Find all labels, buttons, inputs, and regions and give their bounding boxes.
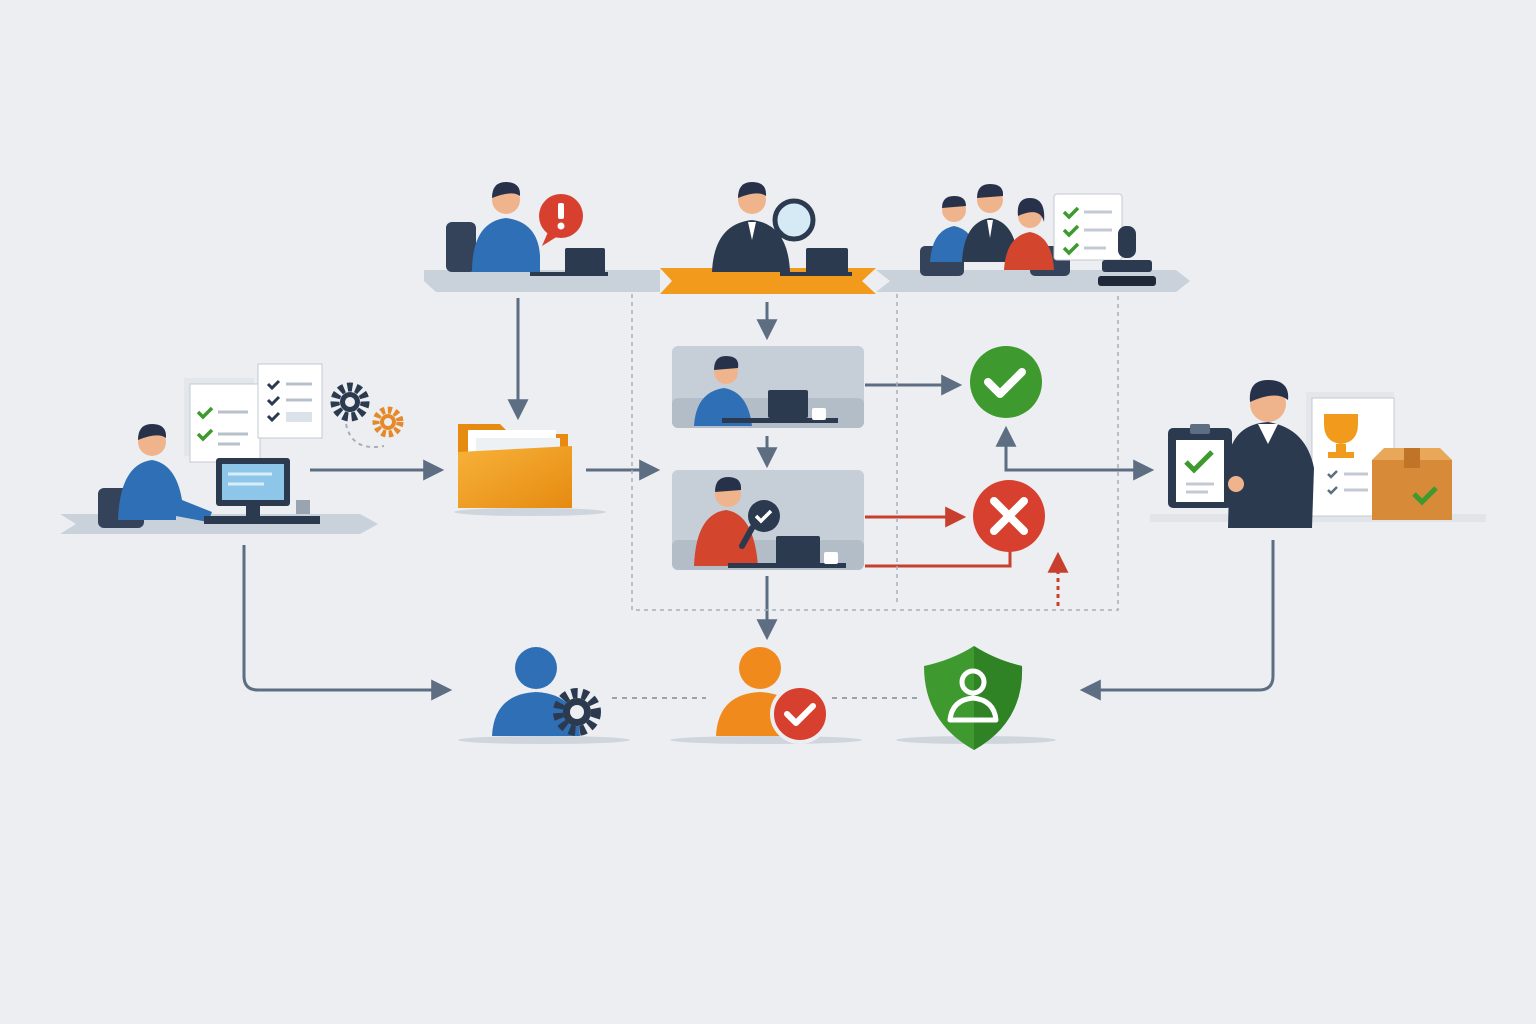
- person-hair-icon: [1249, 380, 1289, 402]
- check-circle-icon: [770, 684, 830, 744]
- laptop-base-icon: [780, 272, 852, 276]
- review-boundary: [631, 294, 1119, 611]
- user-shield: [896, 646, 1056, 750]
- inspector: [712, 182, 852, 276]
- user-body-icon: [947, 695, 999, 723]
- coffee-cup-icon: [812, 408, 826, 420]
- check-circle-icon: [970, 346, 1042, 418]
- chair-icon: [446, 222, 476, 272]
- clipboard-icon: [1168, 424, 1232, 508]
- user-head-icon: [959, 668, 987, 696]
- arrow-submitter-to-admin: [242, 545, 453, 701]
- person-body-icon: [1004, 232, 1054, 270]
- request-folder: [454, 424, 606, 516]
- final-approver: [1150, 380, 1486, 528]
- reject: [973, 480, 1045, 552]
- gear-icon: [553, 688, 601, 736]
- trophy-icon: [1324, 414, 1358, 458]
- document-icon: [1306, 392, 1395, 517]
- user-approved: [670, 647, 862, 744]
- alert-reviewer: [446, 182, 608, 276]
- submitter-workstation: [60, 363, 404, 534]
- laptop-screen-icon: [806, 248, 848, 274]
- stamp-icon: [1098, 226, 1156, 286]
- magnifier-icon: [772, 198, 816, 242]
- arrow-final-to-shield: [1079, 540, 1275, 701]
- reviewer-one: [672, 346, 864, 428]
- person-body-icon: [118, 460, 212, 522]
- laptop-base-icon: [722, 418, 838, 423]
- checklist-icon: [184, 378, 261, 463]
- reviewer-two: [672, 470, 864, 570]
- person-hair-icon: [738, 182, 767, 198]
- person-hair-icon: [138, 424, 167, 440]
- person-body-icon: [1228, 422, 1314, 528]
- laptop-screen-icon: [768, 390, 808, 418]
- person-body-icon: [472, 218, 540, 272]
- coffee-cup-icon: [824, 552, 838, 564]
- person-body-icon: [694, 510, 758, 566]
- package-icon: [1372, 448, 1452, 520]
- person-hair-icon: [492, 182, 521, 198]
- person-body-icon: [694, 388, 752, 426]
- connectors: [242, 294, 1275, 701]
- laptop-base-icon: [728, 563, 846, 568]
- person-body-icon: [962, 218, 1018, 262]
- approve: [970, 346, 1042, 418]
- laptop-screen-icon: [776, 536, 820, 564]
- keyboard-icon: [204, 516, 320, 524]
- checklist-icon: [257, 363, 323, 439]
- gear-icon: [372, 406, 404, 438]
- laptop-screen-icon: [565, 248, 605, 274]
- laptop-base-icon: [530, 272, 608, 276]
- user-head-icon: [739, 647, 781, 689]
- gear-icon: [330, 382, 370, 422]
- approve-to-final: [1004, 444, 1155, 481]
- person-body-icon: [712, 220, 790, 272]
- user-head-icon: [515, 647, 557, 689]
- checklist-icon: [1053, 193, 1123, 261]
- team-meeting: [920, 184, 1156, 286]
- user-admin: [458, 647, 630, 744]
